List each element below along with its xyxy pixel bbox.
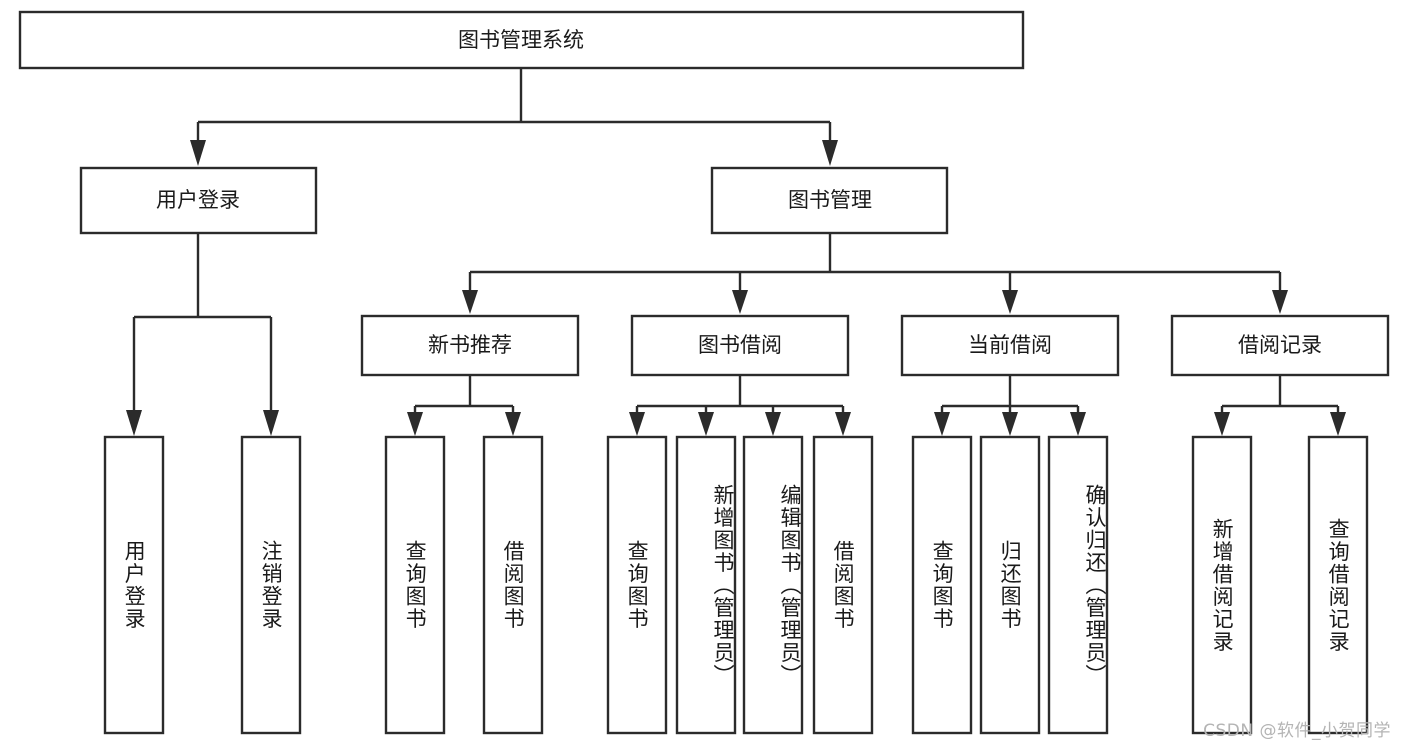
leaf-box-query-borrow-record[interactable] — [1307, 435, 1369, 735]
leaf-box-query-book-3[interactable] — [911, 435, 973, 735]
arrow-head-icon — [1272, 290, 1288, 314]
leaf-box-user-login[interactable] — [103, 435, 165, 735]
leaf-box-confirm-return-admin[interactable] — [1047, 435, 1109, 735]
connector-book-management-to-level3 — [462, 233, 1288, 314]
arrow-head-icon — [1002, 290, 1018, 314]
leaf-box-query-book-1[interactable] — [384, 435, 446, 735]
node-new-book-recommend-box[interactable] — [360, 314, 580, 377]
leaf-box-logout[interactable] — [240, 435, 302, 735]
arrow-head-icon — [835, 412, 851, 436]
arrow-head-icon — [629, 412, 645, 436]
connector-current-borrow-to-leaves — [934, 375, 1086, 436]
arrow-head-icon — [126, 410, 142, 436]
leaf-box-add-book-admin[interactable] — [675, 435, 737, 735]
arrow-head-icon — [732, 290, 748, 314]
node-new-book-recommend[interactable]: 新书推荐 — [360, 314, 580, 377]
csdn-watermark: CSDN @软件_小贺同学 — [1203, 721, 1391, 741]
connector-user-login-to-leaves — [126, 233, 279, 436]
node-root-box[interactable] — [18, 10, 1025, 70]
node-current-borrow-label: 当前借阅 — [968, 333, 1052, 357]
connector-borrow-record-to-leaves — [1214, 375, 1346, 436]
node-root-label: 图书管理系统 — [458, 28, 584, 52]
node-user-login-label: 用户登录 — [156, 188, 240, 212]
connector-new-book-recommend-to-leaves — [407, 375, 521, 436]
connector-root-to-level2 — [190, 68, 838, 166]
arrow-head-icon — [1070, 412, 1086, 436]
arrow-head-icon — [190, 140, 206, 166]
arrow-head-icon — [765, 412, 781, 436]
node-book-borrow-label: 图书借阅 — [698, 333, 782, 357]
arrow-head-icon — [263, 410, 279, 436]
leaf-box-borrow-book-1[interactable] — [482, 435, 544, 735]
arrow-head-icon — [822, 140, 838, 166]
leaf-box-edit-book-admin[interactable] — [742, 435, 804, 735]
node-borrow-record-label: 借阅记录 — [1238, 333, 1322, 357]
node-user-login[interactable]: 用户登录 — [79, 166, 318, 235]
arrow-head-icon — [698, 412, 714, 436]
node-new-book-recommend-label: 新书推荐 — [428, 333, 512, 357]
arrow-head-icon — [1330, 412, 1346, 436]
node-book-borrow[interactable]: 图书借阅 — [630, 314, 850, 377]
arrow-head-icon — [407, 412, 423, 436]
leaf-box-borrow-book-2[interactable] — [812, 435, 874, 735]
node-book-management[interactable]: 图书管理 — [710, 166, 949, 235]
leaf-box-return-book[interactable] — [979, 435, 1041, 735]
node-book-management-label: 图书管理 — [788, 188, 872, 212]
connector-book-borrow-to-leaves — [629, 375, 851, 436]
node-root[interactable]: 图书管理系统 — [18, 10, 1025, 70]
arrow-head-icon — [462, 290, 478, 314]
node-current-borrow-box[interactable] — [900, 314, 1120, 377]
arrow-head-icon — [505, 412, 521, 436]
node-borrow-record[interactable]: 借阅记录 — [1170, 314, 1390, 377]
arrow-head-icon — [934, 412, 950, 436]
node-user-login-box[interactable] — [79, 166, 318, 235]
leaf-box-add-borrow-record[interactable] — [1191, 435, 1253, 735]
arrow-head-icon — [1214, 412, 1230, 436]
leaf-box-query-book-2[interactable] — [606, 435, 668, 735]
node-current-borrow[interactable]: 当前借阅 — [900, 314, 1120, 377]
arrow-head-icon — [1002, 412, 1018, 436]
